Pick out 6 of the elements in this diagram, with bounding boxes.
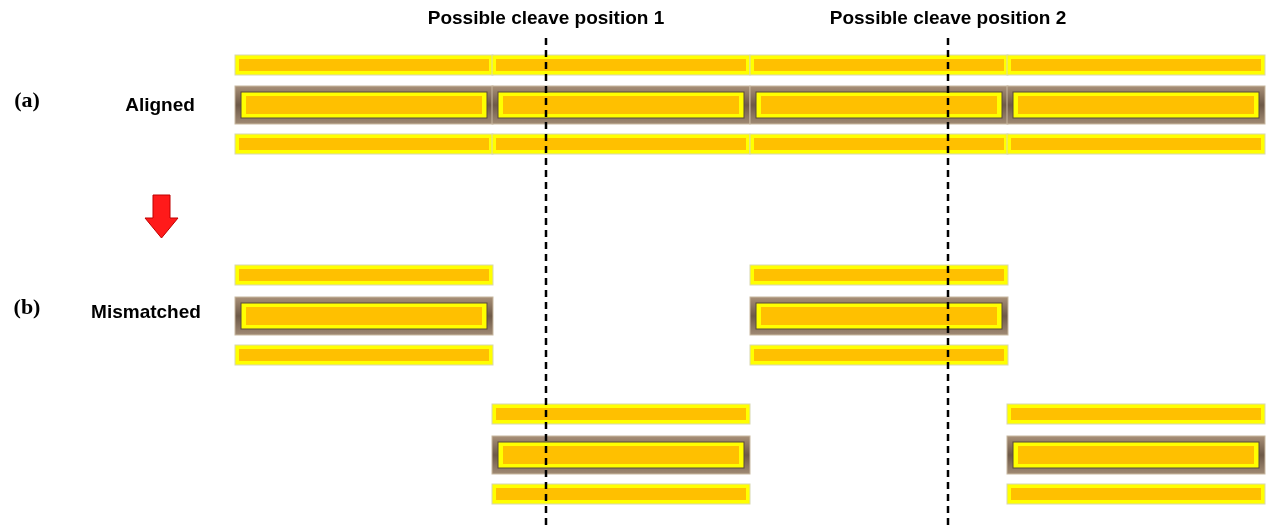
cleave-position-label: Possible cleave position 1 — [427, 7, 665, 29]
row-label: Mismatched — [91, 301, 201, 323]
row-label: Aligned — [125, 94, 195, 116]
cleave-position-label: Possible cleave position 2 — [829, 7, 1067, 29]
panel-label: (b) — [13, 294, 41, 320]
panel-label: (a) — [14, 87, 40, 113]
